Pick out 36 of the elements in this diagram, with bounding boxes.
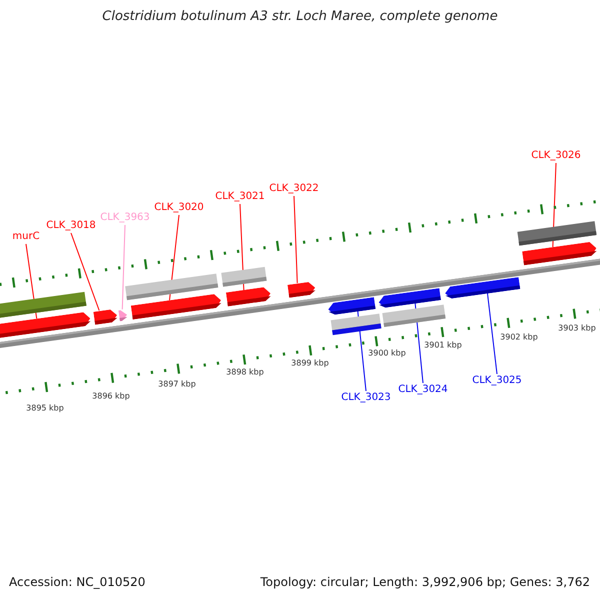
- gene-label: CLK_3025: [472, 375, 522, 387]
- scale-label: 3899 kbp: [291, 358, 329, 368]
- gene-feature: [0, 311, 92, 338]
- gene-label: murC: [12, 231, 40, 243]
- scale-label: 3902 kbp: [500, 332, 538, 342]
- scale-label: 3895 kbp: [26, 404, 64, 412]
- gene-label: CLK_3026: [531, 150, 581, 162]
- gene-label: CLK_3020: [154, 202, 204, 214]
- leader-line: [122, 224, 126, 310]
- footer-text: Topology: circular; Length: 3,992,906 bp; Genes: 3,762: [260, 575, 590, 589]
- scale-label: 3898 kbp: [226, 368, 264, 376]
- gene-feature: [226, 286, 272, 306]
- scale-label: 3901 kbp: [424, 340, 462, 350]
- gene-label: CLK_3024: [398, 384, 448, 396]
- leader-line: [487, 293, 498, 374]
- gene-feature: [522, 241, 598, 266]
- scale-label: 3900 kbp: [368, 348, 406, 358]
- gene-feature: [378, 288, 441, 308]
- gene-feature: [118, 308, 128, 321]
- gene-feature: [93, 308, 118, 324]
- scale-label: 3896 kbp: [92, 392, 130, 400]
- gene-feature: [287, 280, 316, 298]
- gene-feature: [444, 277, 520, 300]
- scale-label: 3903 kbp: [558, 324, 596, 332]
- footer-text: Accession: NC_010520: [9, 575, 146, 589]
- leader-line: [70, 232, 100, 311]
- gene-label: CLK_3023: [341, 392, 391, 404]
- gene-label: CLK_3963: [100, 212, 150, 224]
- gene-label: CLK_3018: [46, 220, 96, 232]
- title: Clostridium botulinum A3 str. Loch Maree, complete genome: [101, 9, 499, 24]
- gene-feature: [130, 293, 222, 320]
- scale-label: 3897 kbp: [158, 380, 196, 388]
- gene-label: CLK_3021: [215, 191, 265, 203]
- gene-label: CLK_3022: [269, 183, 319, 195]
- gene-feature: [327, 297, 376, 316]
- leader-line: [294, 196, 298, 284]
